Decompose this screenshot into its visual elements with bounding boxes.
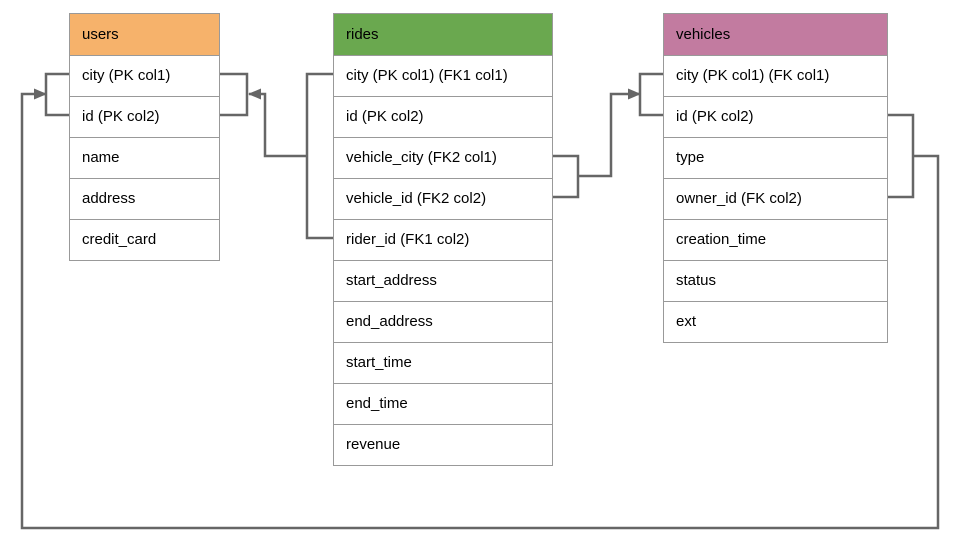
connector-rides-vehicles-fk2: [553, 72, 663, 199]
table-row: end_address: [334, 301, 552, 342]
table-row: city (PK col1) (FK col1): [664, 55, 887, 96]
table-row: revenue: [334, 424, 552, 465]
relationship-arrow-line: [248, 88, 307, 158]
table-row: id (PK col2): [334, 96, 552, 137]
relationship-bracket-line: [638, 72, 663, 117]
table-title-vehicles: vehicles: [664, 14, 887, 55]
table-row: id (PK col2): [664, 96, 887, 137]
table-row: rider_id (FK1 col2): [334, 219, 552, 260]
table-row: city (PK col1) (FK1 col1): [334, 55, 552, 96]
table-row: address: [70, 178, 219, 219]
table-row: credit_card: [70, 219, 219, 260]
table-row: end_time: [334, 383, 552, 424]
relationship-bracket-line: [553, 154, 580, 199]
table-row: start_time: [334, 342, 552, 383]
table-title-users: users: [70, 14, 219, 55]
relationship-bracket-line: [44, 72, 69, 117]
table-row: type: [664, 137, 887, 178]
table-row: vehicle_id (FK2 col2): [334, 178, 552, 219]
relationship-bracket-line: [888, 113, 915, 199]
relationship-bracket-line: [220, 72, 249, 117]
relationship-arrow-line: [578, 88, 641, 178]
table-row: name: [70, 137, 219, 178]
table-title-rides: rides: [334, 14, 552, 55]
table-row: owner_id (FK col2): [664, 178, 887, 219]
table-row: ext: [664, 301, 887, 342]
table-row: id (PK col2): [70, 96, 219, 137]
table-row: creation_time: [664, 219, 887, 260]
relationship-bracket-line: [305, 72, 333, 240]
table-row: city (PK col1): [70, 55, 219, 96]
connector-rides-users-fk1: [220, 72, 333, 240]
table-row: status: [664, 260, 887, 301]
table-row: start_address: [334, 260, 552, 301]
table-row: vehicle_city (FK2 col1): [334, 137, 552, 178]
